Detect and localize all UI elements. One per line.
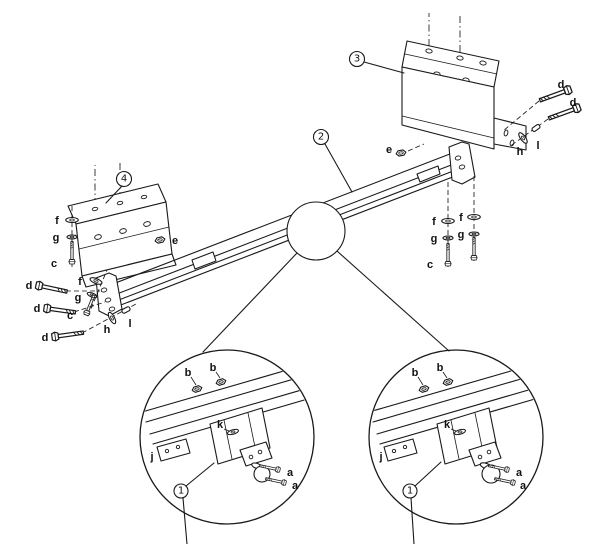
detail-view-left: b b k j a a 1	[139, 349, 315, 544]
label-c: c	[51, 258, 57, 270]
socket-plate-j	[156, 438, 191, 462]
socket-plate-j	[383, 438, 418, 462]
label-d: d	[34, 303, 41, 315]
detail-connector-left	[202, 252, 298, 353]
label-k: k	[217, 419, 224, 431]
label-b: b	[437, 362, 444, 374]
crossbar-part2	[95, 141, 476, 317]
callout-part2: 2	[312, 128, 353, 193]
label-c: c	[427, 259, 433, 271]
callout-number: 4	[121, 174, 127, 185]
washer-f-icon	[441, 217, 455, 225]
label-b: b	[412, 367, 419, 379]
label-g: g	[75, 292, 82, 304]
label-h: h	[517, 146, 524, 158]
fasteners-top-right: d d h l e	[386, 79, 583, 158]
label-b: b	[210, 362, 217, 374]
label-g: g	[431, 233, 438, 245]
crossbar-end-plate-left	[95, 272, 123, 317]
label-d: d	[570, 97, 577, 109]
washer-f-icon	[65, 216, 79, 224]
label-d: d	[558, 79, 565, 91]
callout-part4: 4	[105, 170, 133, 204]
label-a: a	[520, 480, 527, 492]
label-c: c	[67, 310, 73, 322]
callout-part1-left: 1	[173, 462, 215, 544]
bracket-part3	[401, 40, 527, 151]
callout-part3: 3	[348, 50, 405, 74]
label-l: l	[128, 318, 131, 330]
crossbar-slot-left	[191, 251, 217, 270]
label-b: b	[185, 367, 192, 379]
callout-number: 3	[354, 54, 360, 65]
label-a: a	[516, 467, 523, 479]
label-j: j	[149, 451, 153, 463]
fasteners-right-lower: f g c f g	[427, 176, 481, 271]
detail-connector-right	[336, 250, 450, 352]
label-h: h	[104, 324, 111, 336]
detail-view-right: b b k j a a 1	[368, 349, 544, 544]
label-a: a	[287, 467, 294, 479]
crossbar-slot-right	[416, 165, 441, 183]
detail-circle-left	[139, 349, 315, 525]
detail-origin-circle	[286, 201, 346, 261]
callout-part1-right: 1	[402, 461, 442, 544]
callout-number: 2	[318, 132, 324, 143]
washer-f-icon	[467, 213, 481, 221]
label-e: e	[172, 235, 178, 247]
callout-number: 1	[407, 486, 413, 497]
label-d: d	[42, 332, 49, 344]
spring-washer-g-icon	[468, 231, 480, 237]
label-f: f	[78, 276, 82, 288]
label-g: g	[458, 229, 465, 241]
fasteners-left-upper: f g c e	[51, 206, 178, 270]
detail-circle-right	[368, 349, 544, 525]
spring-washer-g-icon	[66, 234, 78, 240]
callout-number: 1	[178, 486, 184, 497]
spring-washer-g-icon	[442, 235, 454, 241]
label-d: d	[26, 280, 33, 292]
label-l: l	[536, 140, 539, 152]
fasteners-left-lower: f g c d d d h l	[26, 269, 137, 344]
label-g: g	[53, 232, 60, 244]
label-e: e	[386, 144, 392, 156]
label-a: a	[292, 480, 299, 492]
label-f: f	[55, 215, 59, 227]
label-f: f	[459, 212, 463, 224]
label-k: k	[444, 419, 451, 431]
crossbar-end-plate-right	[448, 141, 476, 185]
label-j: j	[378, 451, 382, 463]
label-f: f	[432, 216, 436, 228]
